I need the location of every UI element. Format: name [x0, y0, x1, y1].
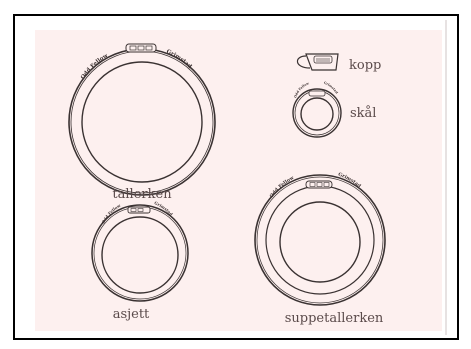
- kopp-label: kopp: [349, 58, 381, 73]
- tallerken-emblem: [126, 44, 156, 52]
- asjett-label: asjett: [113, 307, 150, 322]
- tallerken-label: tallerken: [112, 187, 172, 202]
- pink-panel: [35, 30, 442, 331]
- asjett-emblem: [128, 207, 150, 213]
- skal-label: skål: [350, 105, 376, 121]
- suppetallerken-label: suppetallerken: [285, 311, 384, 326]
- skal-emblem: [309, 91, 325, 96]
